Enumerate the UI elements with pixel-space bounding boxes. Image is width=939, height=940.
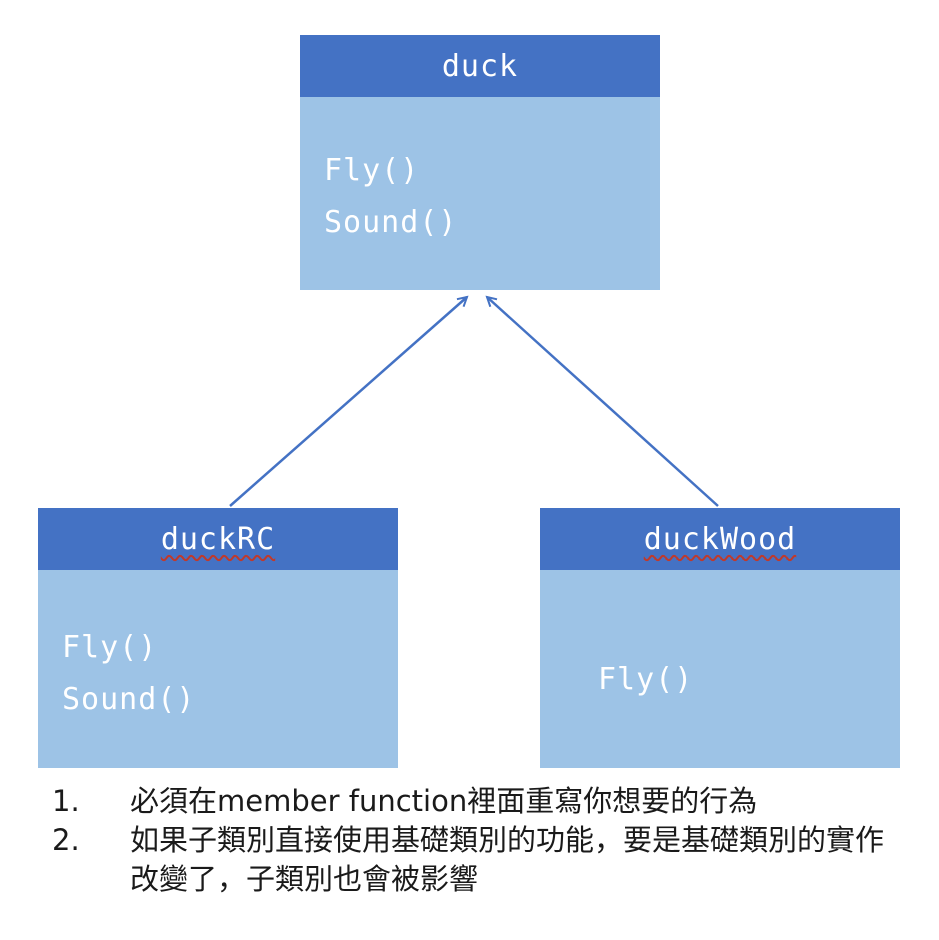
class-box-duck: duck Fly() Sound()	[300, 35, 660, 290]
method-fly: Fly()	[598, 662, 694, 697]
class-box-duckrc: duckRC Fly() Sound()	[38, 508, 398, 768]
note-item-2: 2. 如果子類別直接使用基礎類別的功能，要是基礎類別的實作改變了，子類別也會被影…	[52, 821, 892, 899]
note-text: 必須在member function裡面重寫你想要的行為	[130, 784, 758, 818]
method-fly: Fly()	[62, 630, 158, 665]
notes-list: 1. 必須在member function裡面重寫你想要的行為 2. 如果子類別…	[52, 782, 892, 899]
arrow-duckwood-to-duck	[485, 295, 719, 507]
class-body-duck: Fly() Sound()	[300, 97, 660, 290]
class-header-duckwood: duckWood	[540, 508, 900, 570]
class-title-duckrc: duckRC	[160, 521, 276, 557]
note-number: 1.	[52, 784, 80, 818]
method-sound: Sound()	[324, 205, 458, 240]
class-box-duckwood: duckWood Fly()	[540, 508, 900, 768]
note-item-1: 1. 必須在member function裡面重寫你想要的行為	[52, 782, 892, 821]
class-body-duckwood: Fly()	[540, 570, 900, 768]
method-fly: Fly()	[324, 153, 420, 188]
class-title-duck: duck	[441, 48, 519, 84]
class-body-duckrc: Fly() Sound()	[38, 570, 398, 768]
arrow-duckrc-to-duck	[229, 295, 469, 507]
class-header-duckrc: duckRC	[38, 508, 398, 570]
note-number: 2.	[52, 823, 80, 857]
method-sound: Sound()	[62, 682, 196, 717]
class-title-duckwood: duckWood	[643, 521, 797, 557]
note-text: 如果子類別直接使用基礎類別的功能，要是基礎類別的實作改變了，子類別也會被影響	[130, 823, 885, 896]
class-header-duck: duck	[300, 35, 660, 97]
